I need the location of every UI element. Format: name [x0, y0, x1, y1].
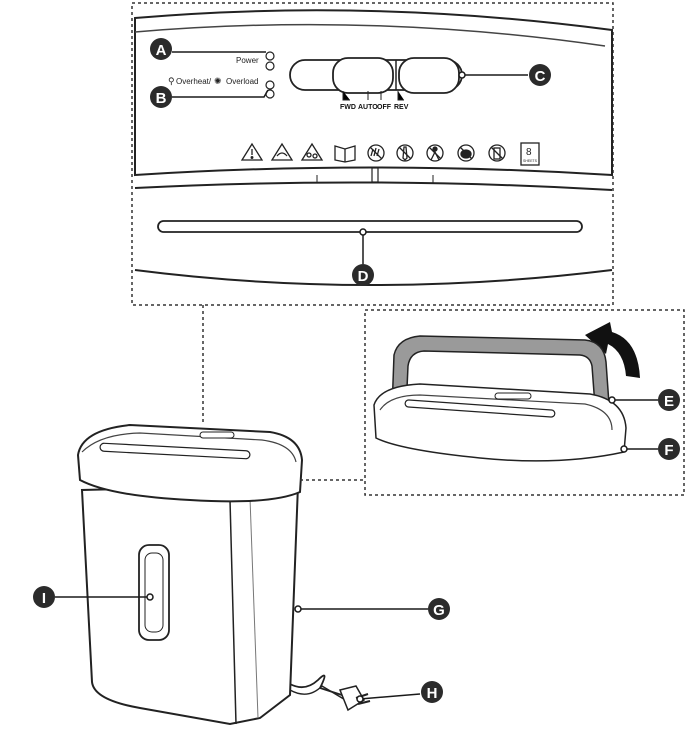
paper-entry-slot — [157, 220, 583, 233]
no-hair-triangle-icon — [270, 142, 294, 161]
callout-d: D — [352, 264, 374, 286]
handle-detail — [364, 309, 685, 496]
switch-label-rev: REV — [394, 104, 409, 111]
shredder-head — [76, 423, 304, 503]
power-cord — [289, 674, 346, 697]
svg-text:A: A — [156, 42, 167, 59]
svg-text:E: E — [664, 393, 674, 410]
no-tie-icon — [396, 144, 414, 162]
svg-text:I: I — [42, 590, 46, 607]
overheat-indicator-light — [265, 80, 275, 90]
overload-label: Overload — [226, 77, 258, 86]
waste-bin-body — [80, 483, 300, 726]
detail-frame-top — [131, 2, 614, 306]
warning-icons-row — [240, 142, 540, 166]
shredder-full — [76, 423, 371, 726]
power-cord-2 — [289, 685, 348, 702]
power-indicator-light-2 — [265, 61, 275, 71]
lid-front-edge — [134, 181, 613, 191]
svg-text:C: C — [535, 68, 546, 85]
lid-lower-edge — [134, 269, 613, 286]
bin-viewing-window-inner — [144, 552, 164, 633]
rotate-arrow-icon — [585, 322, 640, 378]
caution-triangle-icon — [240, 142, 264, 161]
lid-rim — [134, 23, 606, 47]
callout-leaders — [55, 51, 658, 700]
control-panel-detail: Power ⚲ Overheat/ ✺ Overload FWD AUTO OF… — [131, 2, 614, 306]
callout-e: E — [658, 389, 680, 411]
callout-c: C — [529, 64, 551, 86]
switch-label-auto: AUTO — [358, 104, 378, 111]
callout-anchor-dots — [146, 71, 628, 703]
no-aerosol-icon — [488, 144, 506, 162]
no-children-icon — [426, 144, 444, 162]
icon-divider-center — [371, 167, 379, 183]
callout-g: G — [428, 598, 450, 620]
read-manual-icon — [334, 145, 356, 163]
bin-side-edge-2 — [249, 497, 259, 719]
svg-text:F: F — [664, 442, 673, 459]
callout-f: F — [658, 438, 680, 460]
callout-h: H — [421, 681, 443, 703]
power-plug-icon — [338, 685, 371, 712]
svg-text:H: H — [427, 685, 438, 702]
handle-paper-slot — [404, 399, 556, 418]
handle-switch — [494, 392, 532, 400]
sheet-capacity-icon — [520, 142, 540, 166]
head-switch — [199, 431, 235, 439]
switch-label-off: OFF — [377, 104, 392, 111]
svg-text:D: D — [358, 268, 369, 285]
switch-label-fwd: FWD — [340, 104, 356, 111]
switch-tick-marks — [342, 91, 404, 101]
callout-i: I — [33, 586, 55, 608]
svg-text:B: B — [156, 90, 167, 107]
svg-text:G: G — [433, 602, 445, 619]
detail-connectors — [202, 305, 365, 481]
function-switch — [289, 57, 463, 94]
bin-viewing-window — [138, 544, 170, 641]
no-jewelry-triangle-icon — [300, 142, 324, 161]
overheat-label: Overheat/ — [176, 77, 212, 86]
callout-b: B — [150, 86, 172, 108]
sun-icon: ✺ — [214, 76, 222, 86]
no-pets-icon — [457, 144, 475, 162]
bin-side-edge — [229, 499, 237, 725]
capacity-number: 8 — [526, 147, 532, 158]
lid-outline — [134, 9, 613, 177]
capacity-sheets-text: SHEETS — [523, 159, 538, 163]
callout-a: A — [150, 38, 172, 60]
no-hands-icon — [367, 144, 385, 162]
power-indicator-light — [265, 51, 275, 61]
location-pin-icon: ⚲ — [168, 76, 175, 86]
head-paper-slot — [99, 442, 251, 460]
power-label: Power — [236, 56, 259, 65]
